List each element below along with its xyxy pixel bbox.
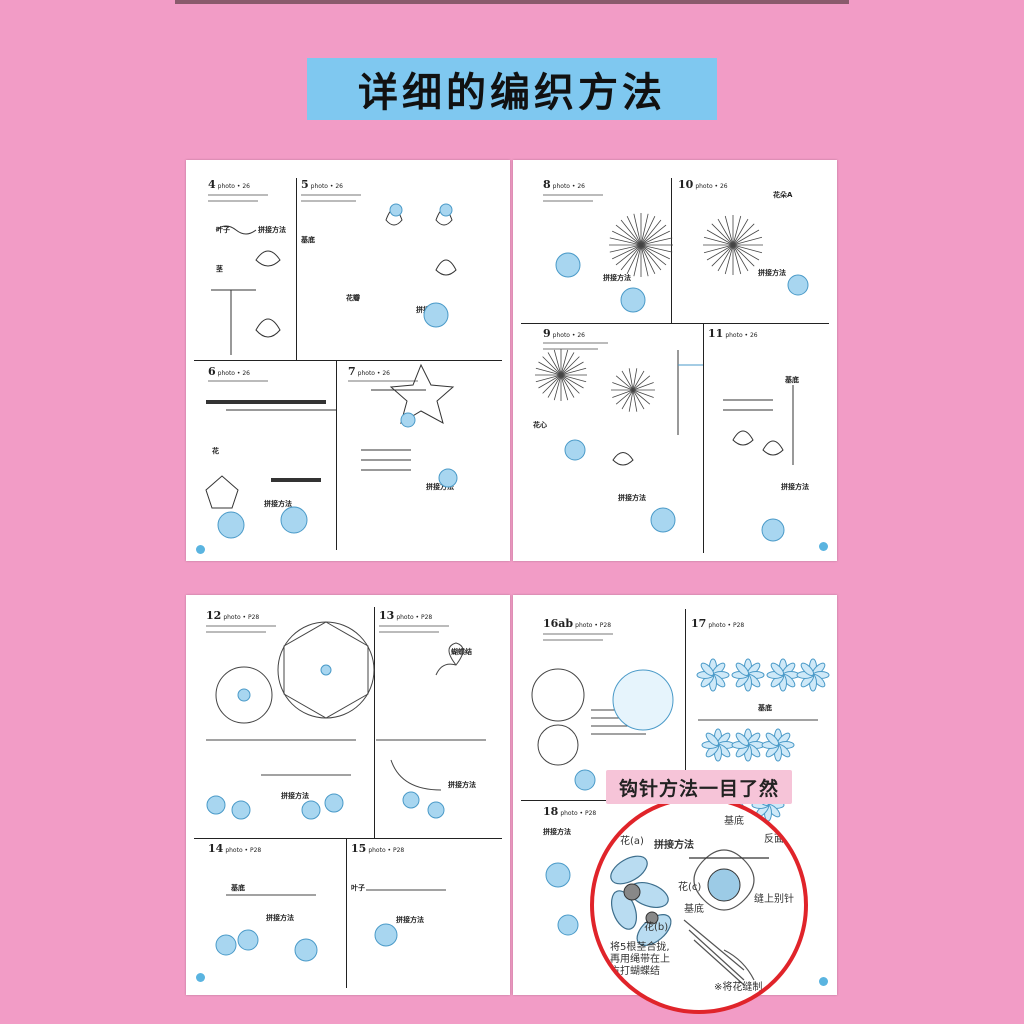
callout-text: 钩针方法一目了然: [618, 777, 779, 800]
label: 拼接方法: [781, 483, 809, 491]
mag-note: 方打蝴蝶结: [610, 966, 660, 977]
crochet-diagrams: [531, 658, 830, 936]
label: 茎: [216, 265, 223, 273]
label: 拼接方法: [543, 828, 571, 836]
label: 拼接方法: [618, 494, 646, 502]
label: 花瓣: [346, 294, 360, 302]
label: 蝴蝶结: [451, 648, 472, 656]
mag-flower-b: 花(b): [644, 922, 669, 933]
mag-corner: [织]: [604, 826, 622, 837]
label: 拼接方法: [396, 916, 424, 924]
banner-title: 详细的编织方法: [358, 70, 666, 116]
page-number-dot: [819, 977, 828, 986]
label: 拼接方法: [426, 483, 454, 491]
label: 拼接方法: [281, 792, 309, 800]
label: 基底: [758, 704, 772, 712]
mag-note: ※将花缝制: [714, 982, 763, 993]
mag-base: 基底: [684, 904, 704, 915]
label: 基底: [785, 376, 799, 384]
label: 基底: [301, 236, 315, 244]
zoomed-diagram: [610, 849, 769, 986]
mag-note: 再用绳带在上: [610, 954, 670, 965]
label: 拼接方法: [258, 226, 286, 234]
label: 拼接方法: [758, 269, 786, 277]
page-number-dot: [196, 545, 205, 554]
top-strip: [175, 0, 849, 4]
magnifier-callout: 钩针方法一目了然: [606, 770, 792, 804]
label: 拼接方法: [603, 274, 631, 282]
mag-flower-c: 花(c): [678, 882, 702, 893]
label: 叶子: [216, 226, 230, 234]
mag-heading: 拼接方法: [654, 840, 694, 851]
label: 花心: [533, 421, 547, 429]
mag-sewn-pin: 缝上别针: [754, 894, 794, 905]
label: 拼接方法: [264, 500, 292, 508]
label: 叶子: [351, 884, 365, 892]
label: 花: [212, 447, 219, 455]
crochet-diagrams: [206, 621, 486, 962]
page-number-dot: [819, 542, 828, 551]
crochet-diagrams: [535, 213, 809, 542]
label: 基底: [231, 884, 245, 892]
label: 拼接方法: [448, 781, 476, 789]
mag-note: 将5根茎合拢,: [610, 942, 670, 953]
mag-base-top: 基底: [724, 816, 744, 827]
crochet-diagrams: [205, 203, 458, 539]
mag-reverse: 反面: [764, 834, 784, 845]
label: 拼接方法: [266, 914, 294, 922]
page-number-dot: [196, 973, 205, 982]
magnifier-zoom: [织] 花(a) 拼接方法 基底 反面 花(c) 基底 缝上别针 花(b) 将5…: [590, 796, 808, 1014]
title-banner: 详细的编织方法: [307, 58, 717, 120]
label: 花朵A: [773, 191, 793, 199]
mag-flower-a: 花(a): [620, 836, 644, 847]
